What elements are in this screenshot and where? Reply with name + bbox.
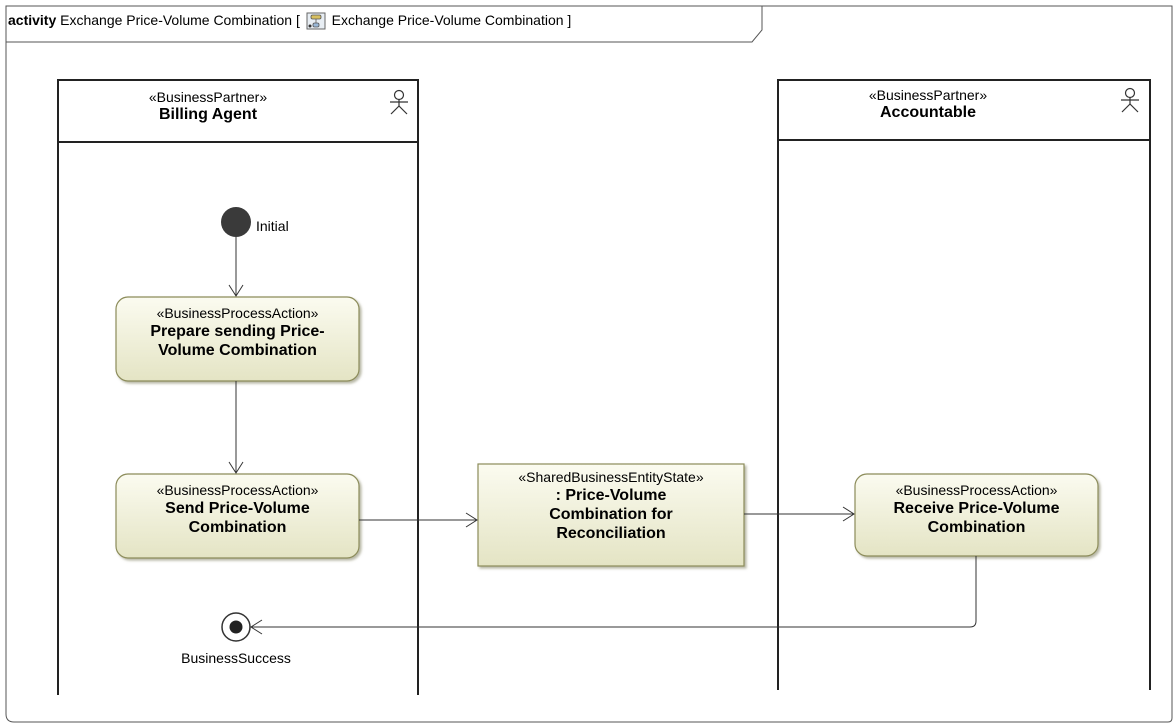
frame-name: Exchange Price-Volume Combination bbox=[60, 12, 293, 28]
lane-name: Accountable bbox=[879, 104, 976, 121]
action-receive-text: «BusinessProcessAction» Receive Price-Vo… bbox=[855, 481, 1098, 537]
action-name-line2: Combination bbox=[188, 519, 287, 536]
actor-icon bbox=[1121, 87, 1139, 113]
arrow-head bbox=[228, 284, 244, 297]
action-send-text: «BusinessProcessAction» Send Price-Volum… bbox=[116, 481, 359, 537]
action-prepare-sending[interactable] bbox=[115, 296, 360, 382]
frame-bracket-close: ] bbox=[567, 12, 572, 28]
object-name-line2: Combination for bbox=[549, 506, 673, 523]
frame-keyword: activity bbox=[8, 12, 57, 28]
frame-title: activity Exchange Price-Volume Combinati… bbox=[8, 12, 571, 30]
frame-ref-name: Exchange Price-Volume Combination bbox=[331, 12, 564, 28]
lane-header-billing-agent: «BusinessPartner» Billing Agent bbox=[58, 88, 358, 124]
arrow-head bbox=[465, 512, 478, 528]
action-stereotype: «BusinessProcessAction» bbox=[156, 305, 319, 321]
final-label: BusinessSuccess bbox=[181, 650, 291, 666]
swimlane-accountable bbox=[777, 79, 1151, 690]
frame-label-box bbox=[6, 5, 763, 43]
action-name-line1: Send Price-Volume bbox=[165, 500, 310, 517]
object-name-line3: Reconciliation bbox=[556, 525, 666, 542]
action-stereotype: «BusinessProcessAction» bbox=[156, 482, 319, 498]
arrow-head bbox=[842, 506, 855, 522]
lane-name: Billing Agent bbox=[158, 106, 258, 123]
flow-receive-to-final[interactable] bbox=[251, 556, 977, 628]
arrow-head bbox=[228, 461, 244, 474]
actor-icon bbox=[390, 89, 408, 115]
action-send[interactable] bbox=[115, 473, 360, 559]
final-node[interactable] bbox=[221, 612, 251, 642]
object-stereotype: «SharedBusinessEntityState» bbox=[518, 469, 704, 485]
action-stereotype: «BusinessProcessAction» bbox=[895, 482, 1058, 498]
activity-diagram-icon bbox=[306, 12, 326, 30]
frame-bracket-open: [ bbox=[295, 12, 300, 28]
initial-node[interactable] bbox=[221, 207, 251, 237]
action-name-line2: Combination bbox=[927, 519, 1026, 536]
action-prepare-text: «BusinessProcessAction» Prepare sending … bbox=[116, 304, 359, 360]
action-name-line1: Receive Price-Volume bbox=[893, 500, 1060, 517]
swimlane-billing-agent bbox=[57, 79, 419, 695]
action-name-line1: Prepare sending Price- bbox=[150, 323, 325, 340]
lane-header-accountable: «BusinessPartner» Accountable bbox=[778, 86, 1078, 122]
object-name-line1: : Price-Volume bbox=[555, 487, 667, 504]
object-node-text: «SharedBusinessEntityState» : Price-Volu… bbox=[478, 468, 744, 543]
arrow-head bbox=[250, 619, 263, 635]
object-node-shared-entity[interactable] bbox=[477, 463, 745, 567]
action-name-line2: Volume Combination bbox=[158, 342, 317, 359]
lane-stereotype: «BusinessPartner» bbox=[868, 87, 988, 103]
initial-label: Initial bbox=[256, 218, 289, 234]
lane-stereotype: «BusinessPartner» bbox=[148, 89, 268, 105]
